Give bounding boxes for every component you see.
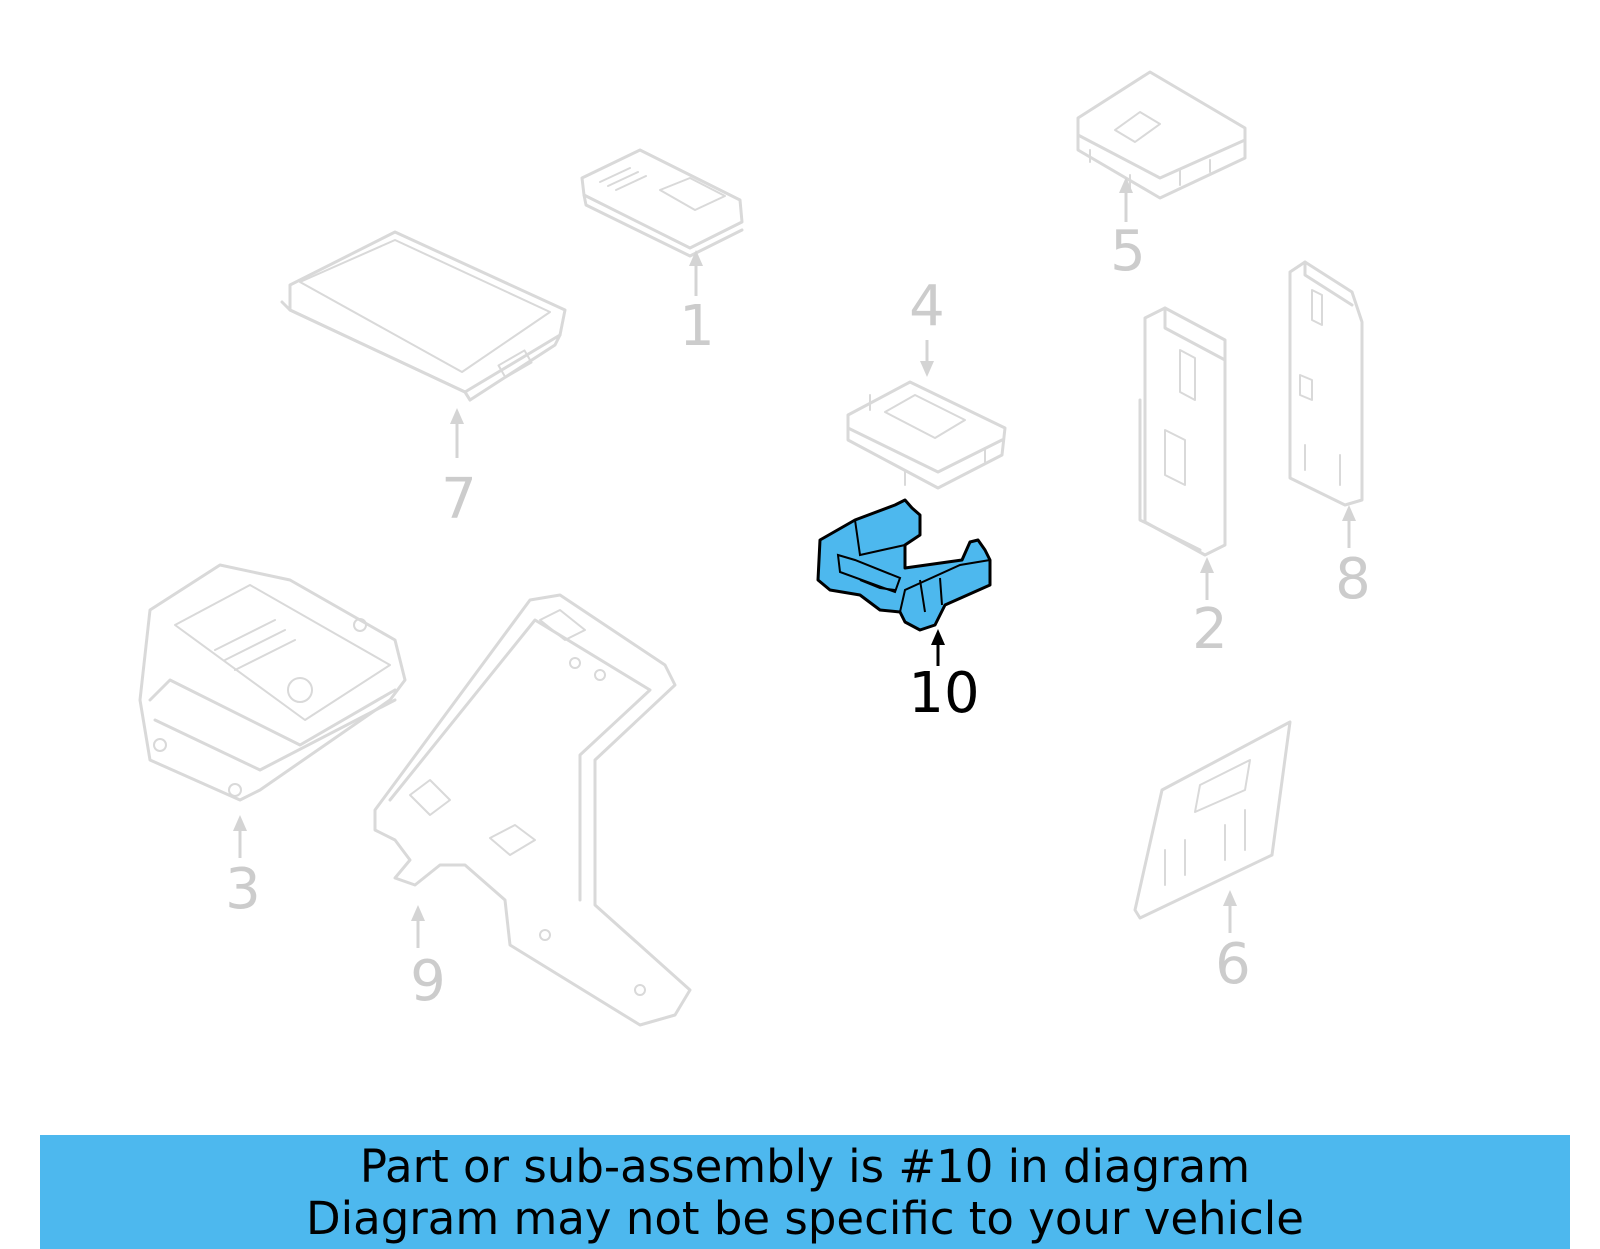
svg-text:4: 4 — [909, 274, 945, 339]
callout-7: 7 — [441, 408, 477, 532]
callout-5: 5 — [1110, 177, 1146, 284]
svg-text:6: 6 — [1215, 932, 1251, 997]
svg-text:1: 1 — [679, 294, 715, 359]
callout-2: 2 — [1192, 557, 1228, 662]
callout-4: 4 — [909, 274, 945, 377]
callout-10: 10 — [908, 629, 979, 726]
callout-1: 1 — [679, 250, 715, 359]
parts-diagram: 7 1 5 4 — [0, 0, 1600, 1120]
part-7-module — [282, 232, 565, 400]
part-4-module — [848, 382, 1005, 488]
svg-text:8: 8 — [1335, 547, 1371, 612]
callout-9: 9 — [410, 905, 446, 1014]
svg-text:7: 7 — [441, 467, 477, 532]
svg-text:2: 2 — [1192, 597, 1228, 662]
svg-text:10: 10 — [908, 661, 979, 726]
callout-6: 6 — [1215, 890, 1251, 997]
callout-3: 3 — [225, 815, 261, 922]
part-8-panel — [1290, 262, 1362, 505]
banner-line-1: Part or sub-assembly is #10 in diagram — [40, 1141, 1570, 1193]
part-2-module — [1140, 308, 1225, 555]
banner-line-2: Diagram may not be specific to your vehi… — [40, 1193, 1570, 1245]
svg-text:3: 3 — [225, 857, 261, 922]
callout-8: 8 — [1335, 505, 1371, 612]
svg-text:9: 9 — [410, 949, 446, 1014]
info-banner: Part or sub-assembly is #10 in diagram D… — [40, 1135, 1570, 1249]
part-3-ecu — [140, 565, 405, 800]
part-6-panel — [1135, 722, 1290, 918]
part-1-module — [582, 150, 742, 256]
svg-text:5: 5 — [1110, 219, 1146, 284]
part-10-bracket — [818, 500, 990, 630]
part-5-module — [1078, 72, 1245, 198]
